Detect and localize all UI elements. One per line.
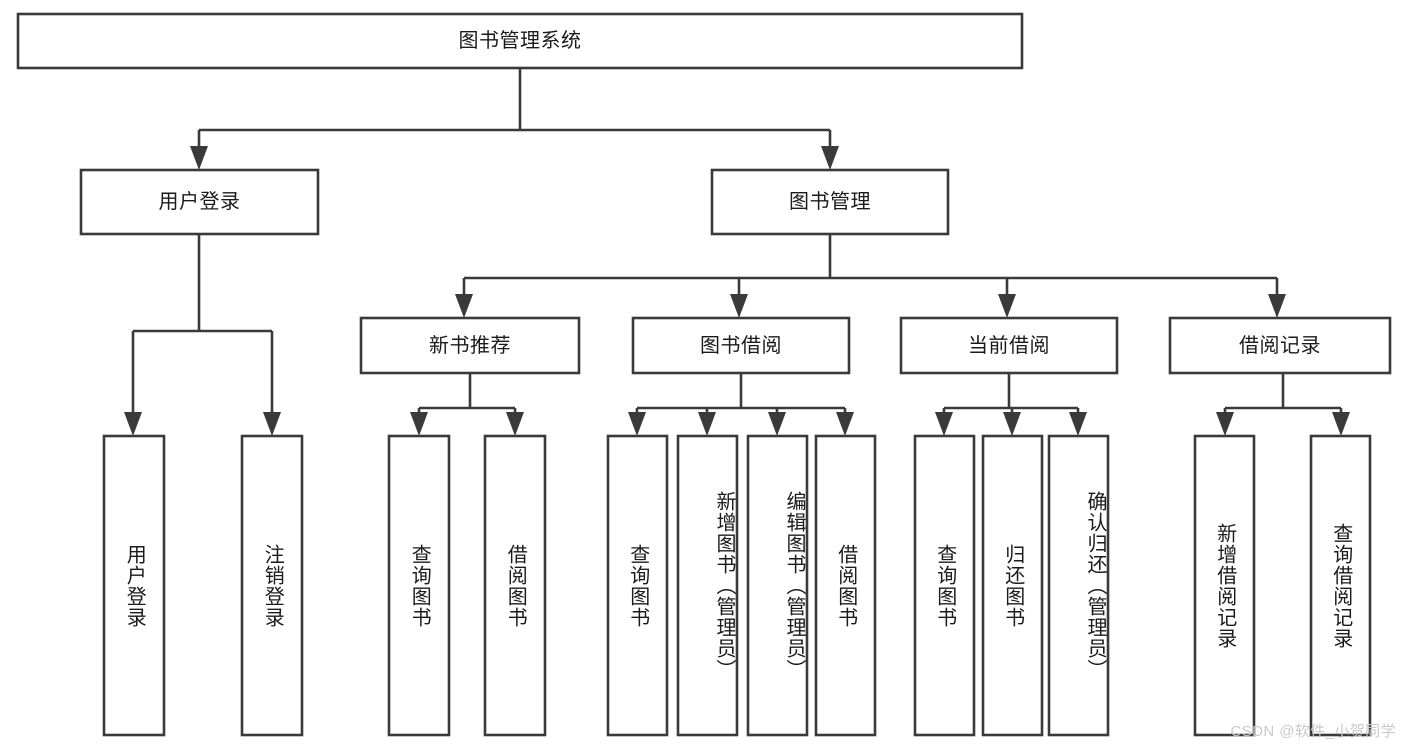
node-box-leaf-query-book-2[interactable] xyxy=(606,434,669,737)
node-box-book-borrow[interactable] xyxy=(631,316,851,375)
arrowhead-borrow-record xyxy=(1268,294,1286,318)
arrowhead-leaf-query-book-1 xyxy=(410,412,428,436)
arrowhead-leaf-borrow-book-2 xyxy=(836,412,854,436)
arrowhead-leaf-query-book-3 xyxy=(935,412,953,436)
arrowhead-leaf-add-record xyxy=(1216,412,1234,436)
arrowhead-leaf-user-login xyxy=(124,412,142,436)
node-box-book-management[interactable] xyxy=(710,168,950,236)
arrowhead-leaf-query-record xyxy=(1332,412,1350,436)
node-box-leaf-query-record[interactable] xyxy=(1309,434,1372,737)
arrowhead-leaf-confirm-return xyxy=(1069,412,1087,436)
arrowhead-user-login xyxy=(190,146,208,170)
arrowhead-leaf-user-logout xyxy=(263,412,281,436)
node-box-leaf-query-book-3[interactable] xyxy=(913,434,976,737)
connector-book-management-bus xyxy=(462,234,1279,306)
connector-user-login-bus xyxy=(131,234,274,424)
node-box-leaf-add-book[interactable] xyxy=(676,434,739,737)
node-box-leaf-user-login[interactable] xyxy=(102,434,166,737)
arrowhead-leaf-edit-book xyxy=(768,412,786,436)
arrowhead-leaf-borrow-book-1 xyxy=(506,412,524,436)
node-box-leaf-confirm-return[interactable] xyxy=(1047,434,1110,737)
connector-root-bus xyxy=(197,68,832,158)
connector-borrow-record-bus xyxy=(1223,373,1343,424)
node-box-leaf-add-record[interactable] xyxy=(1193,434,1256,737)
node-box-leaf-user-logout[interactable] xyxy=(240,434,304,737)
node-box-leaf-query-book-1[interactable] xyxy=(387,434,451,737)
arrowhead-current-borrow xyxy=(998,294,1016,318)
arrowhead-new-book-recommend xyxy=(455,294,473,318)
node-box-borrow-record[interactable] xyxy=(1168,316,1392,375)
node-box-user-login[interactable] xyxy=(79,168,320,236)
node-box-root[interactable] xyxy=(16,12,1024,70)
node-box-leaf-borrow-book-1[interactable] xyxy=(483,434,547,737)
node-box-leaf-edit-book[interactable] xyxy=(746,434,809,737)
node-box-new-book-recommend[interactable] xyxy=(359,316,581,375)
connector-new-book-recommend-bus xyxy=(417,373,517,424)
arrowhead-leaf-query-book-2 xyxy=(628,412,646,436)
arrowhead-leaf-add-book xyxy=(698,412,716,436)
node-box-leaf-return-book[interactable] xyxy=(981,434,1044,737)
node-box-current-borrow[interactable] xyxy=(899,316,1119,375)
arrowhead-book-management xyxy=(821,146,839,170)
connector-book-borrow-bus xyxy=(635,373,847,424)
node-box-leaf-borrow-book-2[interactable] xyxy=(814,434,877,737)
arrowhead-book-borrow xyxy=(730,294,748,318)
arrowhead-leaf-return-book xyxy=(1003,412,1021,436)
